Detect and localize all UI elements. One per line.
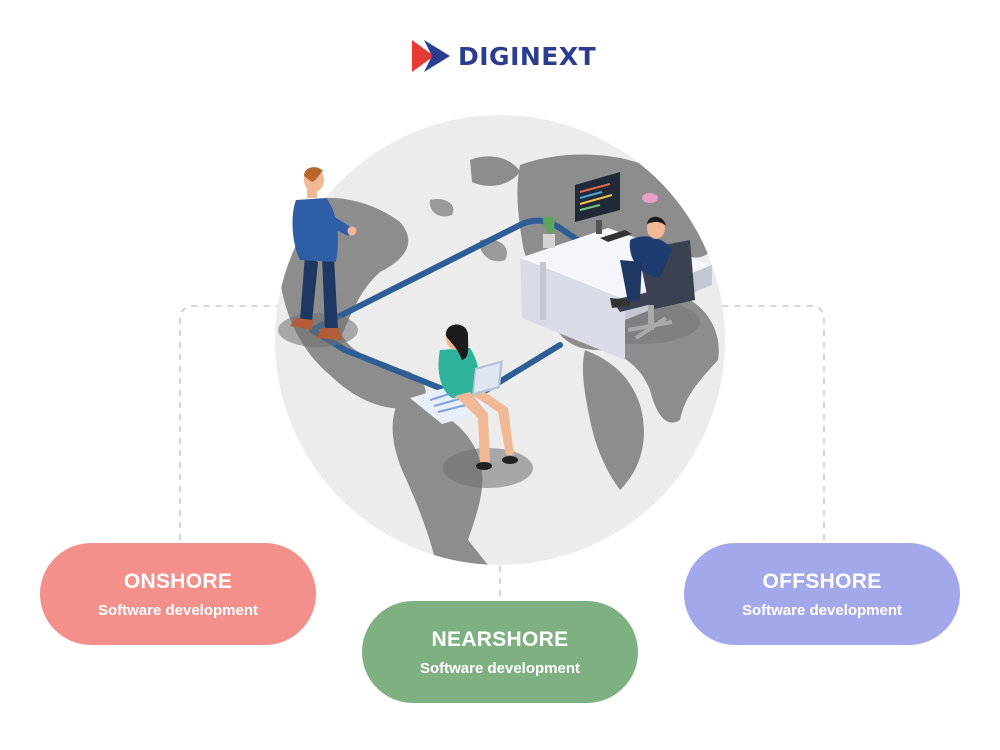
nearshore-category: NEARSHORE Software development [362,601,638,703]
offshore-title: OFFSHORE [762,569,882,593]
nearshore-subtitle: Software development [419,659,581,677]
office-desk [520,172,712,360]
play-arrow-logo-icon [412,40,450,72]
onshore-title: ONSHORE [123,569,233,593]
onshore-category: ONSHORE Software development [40,543,316,645]
dashed-connectors [179,305,825,600]
nearshore-title: NEARSHORE [431,627,569,651]
brand-name: DIGINEXT [458,41,597,71]
offshore-category: OFFSHORE Software development [684,543,960,645]
onshore-subtitle: Software development [97,601,259,619]
brand-logo: DIGINEXT [410,38,596,74]
seated-woman [410,324,518,470]
offshore-subtitle: Software development [741,601,903,619]
standing-man [290,167,357,340]
